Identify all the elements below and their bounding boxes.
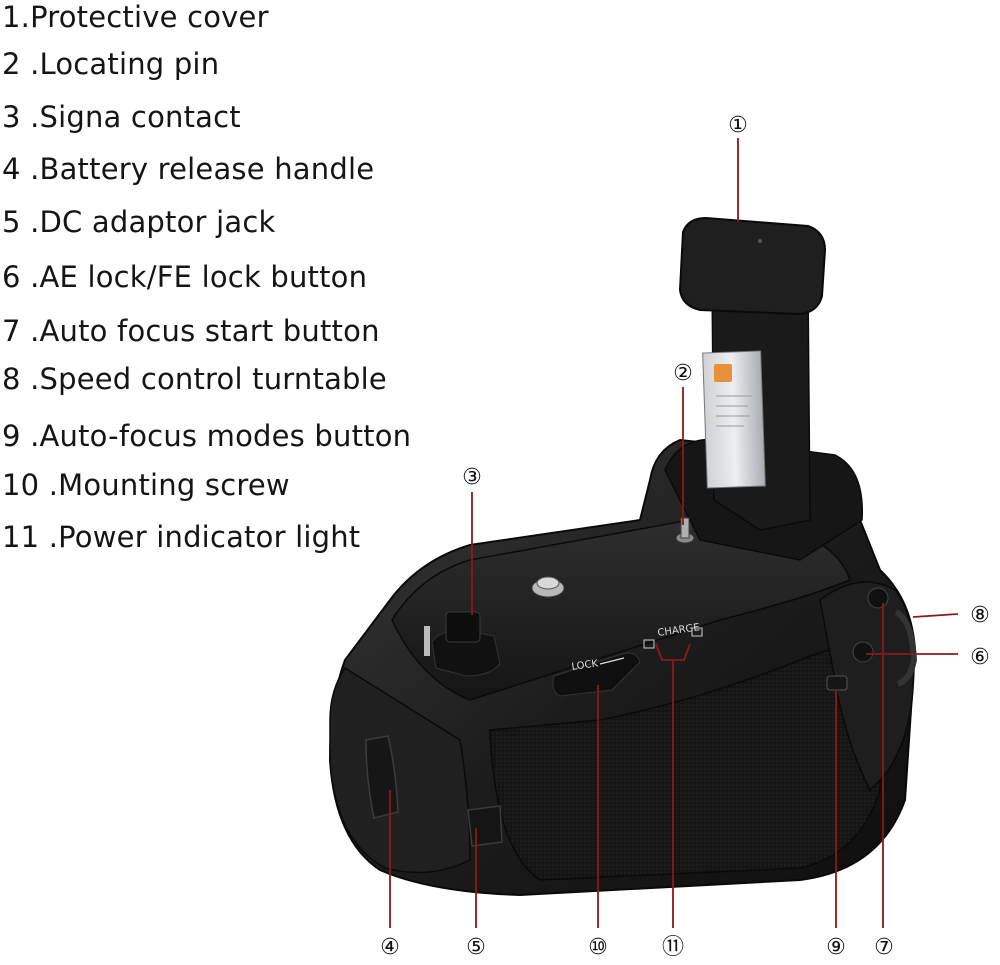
- leader-line-8: [913, 614, 958, 617]
- callout-8: ⑧: [970, 603, 990, 628]
- callout-7: ⑦: [874, 935, 894, 960]
- battery-insert: [703, 280, 810, 530]
- callout-6: ⑥: [970, 645, 990, 670]
- callout-11: ⑪: [662, 935, 684, 960]
- callout-9: ⑨: [826, 935, 846, 960]
- callout-1: ①: [728, 113, 748, 138]
- callout-10: ⑩: [588, 935, 608, 960]
- callout-3: ③: [462, 465, 482, 490]
- protective-cover: [680, 218, 825, 314]
- callout-5: ⑤: [466, 935, 486, 960]
- dc-adaptor-jack: [468, 806, 502, 846]
- callout-4: ④: [380, 935, 400, 960]
- callout-2: ②: [673, 361, 693, 386]
- cover-dot: [758, 239, 762, 243]
